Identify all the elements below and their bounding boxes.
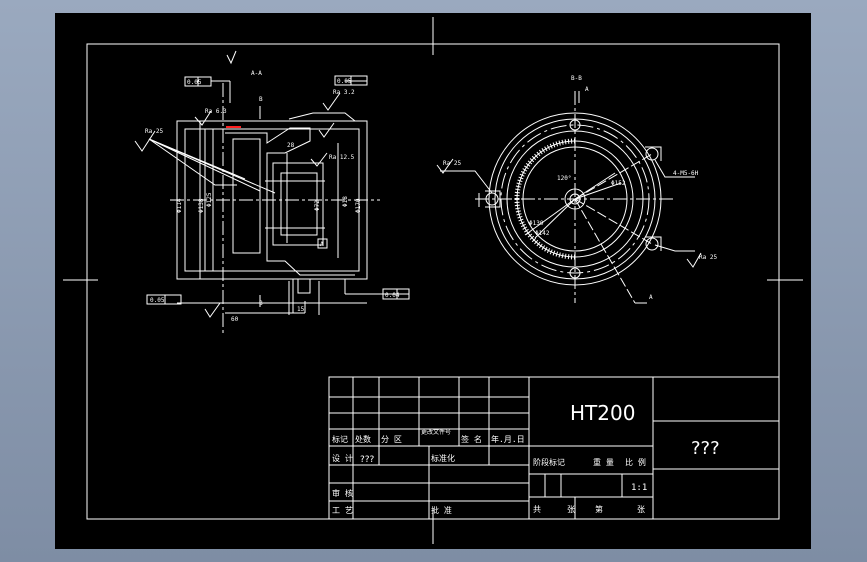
tb-approve: 批 准 <box>431 505 452 515</box>
roughness-1: Ra 25 <box>145 128 163 135</box>
roughness-symbol <box>310 152 328 167</box>
dim-14: 4-M5-6H <box>673 170 699 177</box>
roughness-2: Ra 6.3 <box>205 108 227 115</box>
tolerance-2: 0.05 <box>337 78 352 85</box>
tb-change-doc: 更改文件号 <box>421 428 451 436</box>
roughness-symbol <box>194 110 212 126</box>
tb-mark: 标记 <box>332 434 348 444</box>
view-label-b: B-B <box>571 75 582 82</box>
dim-10: 120° <box>557 175 571 182</box>
section-view-a <box>146 75 410 333</box>
tb-date: 年.月.日 <box>491 434 525 444</box>
section-mark-a-bottom: A <box>649 294 653 301</box>
roughness-5: Ra 25 <box>443 160 461 167</box>
tb-ratio: 比 例 <box>625 457 646 467</box>
tb-design: 设 计 <box>332 453 353 463</box>
tb-sign: 签 名 <box>461 434 482 444</box>
section-mark-b-bottom: B <box>259 300 263 307</box>
tb-sheet-a: 张 <box>567 505 575 514</box>
tb-weight: 重 量 <box>593 457 614 467</box>
dim-5: Φ18 <box>342 196 349 207</box>
dim-11: Φ130 <box>529 220 544 227</box>
tb-stage-mark: 阶段标记 <box>533 457 565 467</box>
tb-check: 审 核 <box>332 488 353 498</box>
dim-13: Φ152 <box>611 180 626 187</box>
designer-name: ??? <box>360 455 375 465</box>
dim-2: Φ138 <box>198 198 205 213</box>
drawing-svg: A-A B-B A A B B A 0.05 0.05 0.05 0.04 Ra… <box>63 17 803 544</box>
tb-total: 共 <box>533 505 541 514</box>
roughness-symbol <box>686 252 702 268</box>
title-block <box>328 376 780 520</box>
section-view-b <box>440 91 695 304</box>
section-mark-a-top: A <box>585 86 589 93</box>
drawing-frame <box>86 43 780 520</box>
tb-zone: 分 区 <box>381 435 402 444</box>
roughness-symbol <box>322 92 341 111</box>
dim-1: Φ114 <box>176 198 183 213</box>
dim-8: 15 <box>297 306 305 313</box>
roughness-symbol <box>226 50 237 65</box>
dim-12: Φ142 <box>535 230 550 237</box>
dim-7: 60 <box>231 316 239 323</box>
tolerance-4: 0.04 <box>385 292 400 299</box>
roughness-symbol <box>436 158 454 174</box>
tb-count: 处数 <box>355 434 371 444</box>
dim-4: Φ72 <box>314 200 321 211</box>
dim-9: 28 <box>287 142 295 149</box>
roughness-symbol <box>318 122 335 138</box>
roughness-symbol <box>134 130 156 152</box>
tb-process: 工 艺 <box>332 506 353 515</box>
tolerance-1: 0.05 <box>187 79 202 86</box>
roughness-symbol <box>204 302 221 318</box>
view-label-a: A-A <box>251 70 262 77</box>
roughness-4: Ra 3.2 <box>333 89 355 96</box>
roughness-3: Ra 12.5 <box>329 154 355 161</box>
tb-sheet-no: 第 <box>595 504 603 514</box>
scale-value: 1:1 <box>631 483 647 493</box>
dim-3: Φ125 <box>206 192 213 207</box>
roughness-6: Ra 25 <box>699 254 717 261</box>
tolerance-3: 0.05 <box>150 297 165 304</box>
datum-label: A <box>320 241 324 248</box>
part-name: ??? <box>691 438 720 459</box>
tb-sheet-b: 张 <box>637 505 645 514</box>
material-label: HT200 <box>570 401 635 425</box>
dim-6: Φ170 <box>355 198 362 213</box>
drawing-sheet[interactable]: A-A B-B A A B B A 0.05 0.05 0.05 0.04 Ra… <box>55 13 811 549</box>
section-mark-b-top: B <box>259 96 263 103</box>
tb-standard: 标准化 <box>431 453 455 463</box>
